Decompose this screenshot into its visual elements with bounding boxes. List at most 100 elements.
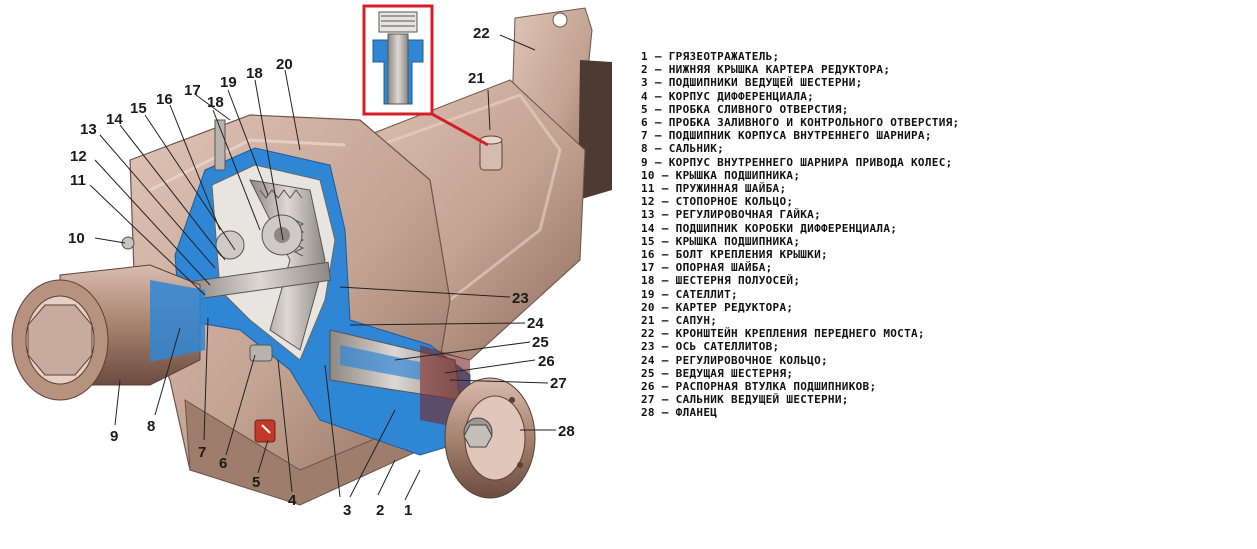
callout-10: 10 — [68, 230, 85, 247]
legend-separator: – — [654, 234, 676, 248]
legend-number: 7 — [641, 129, 648, 143]
legend-separator: – — [647, 142, 669, 156]
legend-text: ГРЯЗЕОТРАЖАТЕЛЬ; — [668, 50, 780, 63]
legend-separator: – — [654, 353, 676, 367]
legend-text: ПОДШИПНИК КОРОБКИ ДИФФЕРЕНЦИАЛА; — [675, 221, 898, 235]
legend-text: ШЕСТЕРНЯ ПОЛУОСЕЙ; — [675, 274, 801, 288]
legend-number: 20 — [641, 300, 655, 314]
legend-separator: – — [647, 116, 669, 130]
legend-item-7: 7 – ПОДШИПНИК КОРПУСА ВНУТРЕННЕГО ШАРНИР… — [641, 129, 1251, 142]
legend-item-8: 8 – САЛЬНИК; — [641, 142, 1251, 155]
legend-number: 19 — [641, 287, 655, 301]
legend-text: РЕГУЛИРОВОЧНОЕ КОЛЬЦО; — [675, 353, 828, 367]
legend-text: ПОДШИПНИКИ ВЕДУЩЕЙ ШЕСТЕРНИ; — [668, 76, 863, 90]
callout-24: 24 — [527, 315, 544, 332]
legend-separator: – — [647, 89, 669, 103]
callout-6: 6 — [219, 455, 227, 472]
legend-separator: – — [647, 76, 669, 90]
legend-item-9: 9 – КОРПУС ВНУТРЕННЕГО ШАРНИРА ПРИВОДА К… — [641, 156, 1251, 169]
callout-20: 20 — [276, 56, 293, 73]
callout-21: 21 — [468, 70, 485, 87]
legend-item-28: 28 – ФЛАНЕЦ — [641, 406, 1251, 419]
legend-number: 22 — [641, 327, 655, 341]
legend-separator: – — [654, 182, 676, 196]
legend-text: ВЕДУЩАЯ ШЕСТЕРНЯ; — [675, 366, 794, 380]
legend-number: 14 — [641, 221, 655, 235]
legend-item-20: 20 – КАРТЕР РЕДУКТОРА; — [641, 301, 1251, 314]
legend-separator: – — [647, 102, 669, 116]
legend-separator: – — [647, 50, 669, 63]
callout-26: 26 — [538, 353, 555, 370]
legend-item-27: 27 – САЛЬНИК ВЕДУЩЕЙ ШЕСТЕРНИ; — [641, 393, 1251, 406]
callout-18: 18 — [207, 94, 224, 111]
callout-23: 23 — [512, 290, 529, 307]
legend-number: 2 — [641, 63, 648, 77]
legend-text: НИЖНЯЯ КРЫШКА КАРТЕРА РЕДУКТОРА; — [668, 63, 891, 77]
legend-number: 10 — [641, 168, 655, 182]
legend-text: САТЕЛЛИТ; — [675, 287, 738, 301]
legend-item-19: 19 – САТЕЛЛИТ; — [641, 288, 1251, 301]
callout-22: 22 — [473, 25, 490, 42]
legend-number: 18 — [641, 274, 655, 288]
legend-number: 9 — [641, 155, 648, 169]
breather-inset — [362, 4, 489, 147]
legend-item-10: 10 – КРЫШКА ПОДШИПНИКА; — [641, 169, 1251, 182]
legend-number: 8 — [641, 142, 648, 156]
legend-text: САЛЬНИК; — [668, 142, 725, 156]
callout-17: 17 — [184, 82, 201, 99]
legend-text: КРЫШКА ПОДШИПНИКА; — [675, 168, 801, 182]
legend-item-3: 3 – ПОДШИПНИКИ ВЕДУЩЕЙ ШЕСТЕРНИ; — [641, 76, 1251, 89]
callout-4: 4 — [288, 492, 297, 509]
legend-separator: – — [654, 340, 676, 354]
legend-item-14: 14 – ПОДШИПНИК КОРОБКИ ДИФФЕРЕНЦИАЛА; — [641, 222, 1251, 235]
legend-text: ФЛАНЕЦ — [675, 406, 718, 420]
legend-separator: – — [647, 155, 669, 169]
legend-text: ПРУЖИННАЯ ШАЙБА; — [675, 182, 787, 196]
legend-text: РАСПОРНАЯ ВТУЛКА ПОДШИПНИКОВ; — [675, 380, 877, 394]
legend-item-12: 12 – СТОПОРНОЕ КОЛЬЦО; — [641, 195, 1251, 208]
legend-item-15: 15 – КРЫШКА ПОДШИПНИКА; — [641, 235, 1251, 248]
legend-text: ПРОБКА ЗАЛИВНОГО И КОНТРОЛЬНОГО ОТВЕРСТИ… — [668, 116, 960, 130]
legend-item-26: 26 – РАСПОРНАЯ ВТУЛКА ПОДШИПНИКОВ; — [641, 380, 1251, 393]
legend-number: 16 — [641, 248, 655, 262]
callout-3: 3 — [343, 502, 351, 519]
legend-text: ПОДШИПНИК КОРПУСА ВНУТРЕННЕГО ШАРНИРА; — [668, 129, 932, 143]
legend-separator: – — [654, 248, 676, 262]
callout-8: 8 — [147, 418, 155, 435]
legend-number: 23 — [641, 340, 655, 354]
legend-separator: – — [647, 63, 669, 77]
legend-number: 26 — [641, 380, 655, 394]
legend-item-18: 18 – ШЕСТЕРНЯ ПОЛУОСЕЙ; — [641, 274, 1251, 287]
legend-number: 28 — [641, 406, 655, 420]
callout-18b: 18 — [246, 65, 263, 82]
legend-item-22: 22 – КРОНШТЕЙН КРЕПЛЕНИЯ ПЕРЕДНЕГО МОСТА… — [641, 327, 1251, 340]
legend-separator: – — [654, 287, 676, 301]
legend-number: 27 — [641, 393, 655, 407]
legend-separator: – — [654, 300, 676, 314]
callout-27: 27 — [550, 375, 567, 392]
legend-text: КОРПУС ВНУТРЕННЕГО ШАРНИРА ПРИВОДА КОЛЕС… — [668, 155, 953, 169]
gearbox-cutaway-drawing: 1 2 3 4 5 6 7 8 9 10 11 12 13 14 15 16 1… — [11, 4, 612, 519]
legend-number: 15 — [641, 234, 655, 248]
legend-item-13: 13 – РЕГУЛИРОВОЧНАЯ ГАЙКА; — [641, 208, 1251, 221]
legend-separator: – — [654, 393, 676, 407]
legend-number: 17 — [641, 261, 655, 275]
parts-legend: 1 – ГРЯЗЕОТРАЖАТЕЛЬ;2 – НИЖНЯЯ КРЫШКА КА… — [641, 50, 1251, 420]
legend-separator: – — [654, 327, 676, 341]
legend-number: 1 — [641, 50, 648, 63]
legend-number: 25 — [641, 366, 655, 380]
legend-item-6: 6 – ПРОБКА ЗАЛИВНОГО И КОНТРОЛЬНОГО ОТВЕ… — [641, 116, 1251, 129]
callout-15: 15 — [130, 100, 147, 117]
callout-11: 11 — [70, 172, 86, 189]
legend-item-16: 16 – БОЛТ КРЕПЛЕНИЯ КРЫШКИ; — [641, 248, 1251, 261]
legend-number: 6 — [641, 116, 648, 130]
callout-28: 28 — [558, 423, 575, 440]
pinion-assembly — [329, 329, 536, 499]
legend-separator: – — [654, 406, 676, 420]
legend-text: САПУН; — [675, 314, 718, 328]
callout-numbers: 1 2 3 4 5 6 7 8 9 10 11 12 13 14 15 16 1… — [68, 25, 575, 519]
legend-number: 11 — [641, 182, 655, 196]
callout-25: 25 — [532, 334, 549, 351]
legend-item-2: 2 – НИЖНЯЯ КРЫШКА КАРТЕРА РЕДУКТОРА; — [641, 63, 1251, 76]
callout-19: 19 — [220, 74, 237, 91]
